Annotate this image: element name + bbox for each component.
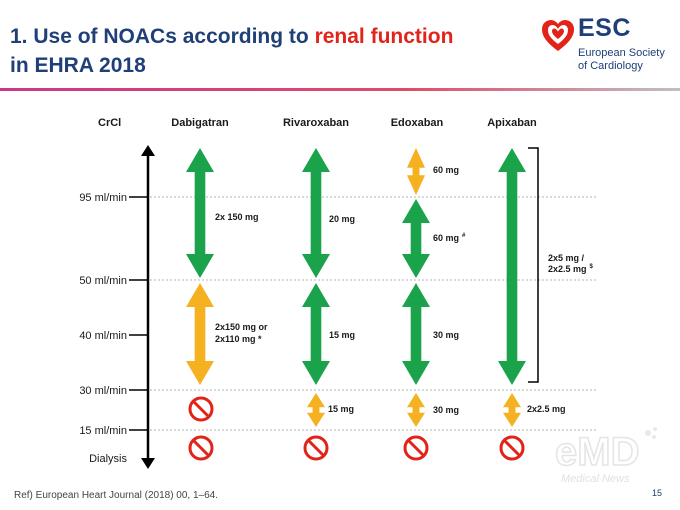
esc-name: ESC [578,14,631,42]
header-edoxaban: Edoxaban [391,117,444,129]
dose-apixaban-low: 2x2.5 mg [527,404,566,414]
contraindicated-icon-apixaban-dialysis [499,435,525,461]
esc-subtitle-line2: of Cardiology [578,60,643,72]
header-apixaban: Apixaban [487,117,537,129]
contraindicated-icon-edoxaban-dialysis [403,435,429,461]
emd-watermark: eMD Medical News [553,425,663,495]
contraindicated-icon-dabigatran-dialysis [188,435,214,461]
dose-apixaban-bracket2: 2x2.5 mg [548,264,587,274]
dose-edoxaban-mid: 30 mg [433,330,459,340]
axis-label-40: 40 ml/min [79,330,127,342]
arrow-apixaban-low [503,393,521,427]
title-prefix: 1. Use of NOACs according to [10,25,315,48]
arrow-rivaroxaban-mid [302,283,330,385]
arrow-edoxaban-low [407,393,425,427]
arrow-rivaroxaban-low [307,393,325,427]
header-dabigatran: Dabigatran [171,117,229,129]
esc-logo: ESC European Society of Cardiology [540,14,675,79]
watermark-brand: eMD [555,430,639,474]
dose-edoxaban-high-mark: # [462,233,466,239]
header-crcl: CrCl [98,117,121,129]
dose-arrows [186,148,526,427]
esc-heart-icon [542,20,574,51]
dose-edoxaban-top: 60 mg [433,165,459,175]
dose-edoxaban-high-group: 60 mg# [433,233,466,243]
apixaban-bracket [528,147,539,383]
title-accent: renal function [314,25,454,48]
axis-label-95: 95 ml/min [79,192,127,204]
arrow-edoxaban-high [402,199,430,278]
contraindicated-icon-dabigatran-15-30 [188,396,214,422]
emd-logo-icon: eMD [554,427,657,475]
axis-label-dialysis: Dialysis [89,453,127,465]
contraindicated-icon-rivaroxaban-dialysis [303,435,329,461]
reference: Ref) European Heart Journal (2018) 00, 1… [14,490,219,501]
dose-rivaroxaban-high: 20 mg [329,214,355,224]
header-divider [0,88,680,91]
axis-label-15: 15 ml/min [79,425,127,437]
slide-title: 1. Use of NOACs according to renal funct… [10,22,510,80]
arrow-edoxaban-mid [402,283,430,385]
arrow-edoxaban-top [407,148,425,195]
dose-apixaban-bracket2-group: 2x2.5 mg$ [548,264,594,274]
contraindication-symbols [188,396,525,461]
axis-arrow-top [141,145,155,156]
dose-dabigatran-mid1: 2x150 mg or [215,322,268,332]
watermark-text: Medical News [561,473,630,485]
page-number: 15 [652,488,663,498]
dose-edoxaban-high: 60 mg [433,233,459,243]
axis-labels: 95 ml/min 50 ml/min 40 ml/min 30 ml/min … [79,192,148,465]
header-rivaroxaban: Rivaroxaban [283,117,349,129]
dose-dabigatran-mid2: 2x110 mg * [215,334,262,344]
dose-edoxaban-low: 30 mg [433,405,459,415]
arrow-dabigatran-high [186,148,214,278]
dose-rivaroxaban-low: 15 mg [328,404,354,414]
axis-arrow-bottom [141,458,155,469]
dose-dabigatran-high: 2x 150 mg [215,212,259,222]
arrow-apixaban-main [498,148,526,385]
axis-label-50: 50 ml/min [79,275,127,287]
dose-apixaban-bracket1: 2x5 mg / [548,253,585,263]
renal-dosing-diagram: CrCl Dabigatran Rivaroxaban Edoxaban Api… [79,117,598,469]
arrow-dabigatran-mid [186,283,214,385]
esc-subtitle-line1: European Society [578,47,665,59]
dose-rivaroxaban-mid: 15 mg [329,330,355,340]
title-line2: in EHRA 2018 [10,54,146,77]
esc-subtitle: European Society of Cardiology [578,47,665,73]
axis-label-30: 30 ml/min [79,385,127,397]
guide-lines [150,196,598,431]
arrow-rivaroxaban-high [302,148,330,278]
dose-apixaban-bracket-mark: $ [590,264,594,270]
